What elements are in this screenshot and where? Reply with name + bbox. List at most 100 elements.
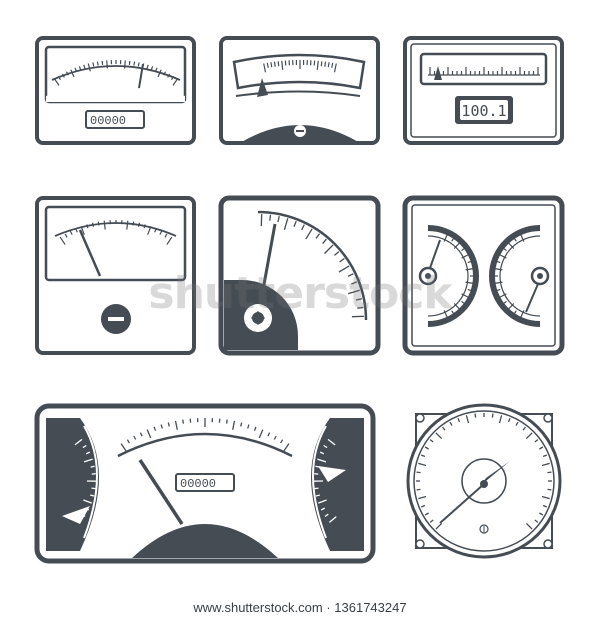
scale-tick bbox=[90, 494, 95, 497]
scale-tick bbox=[172, 78, 178, 86]
scale-tick bbox=[283, 218, 289, 230]
scale-tick bbox=[143, 224, 146, 229]
scale-tick bbox=[69, 230, 73, 235]
scale-tick bbox=[467, 260, 472, 264]
scale-tick bbox=[449, 421, 453, 426]
scale-tick bbox=[61, 73, 65, 78]
scale-tick bbox=[83, 458, 93, 463]
scale-tick bbox=[515, 421, 519, 426]
scale-tick bbox=[163, 71, 166, 76]
scale-tick bbox=[348, 289, 360, 295]
scale-tick bbox=[283, 443, 290, 452]
scale-tick bbox=[420, 504, 426, 508]
scale-tick bbox=[333, 251, 340, 256]
scale-tick bbox=[539, 512, 544, 516]
scale-tick bbox=[258, 429, 264, 439]
scale-tick bbox=[277, 215, 280, 223]
scale-tick bbox=[525, 522, 533, 530]
scale-tick bbox=[91, 222, 94, 227]
scale-tick bbox=[133, 61, 136, 66]
scale-tick bbox=[324, 61, 327, 67]
scale-tick bbox=[301, 224, 305, 231]
scale-tick bbox=[103, 220, 106, 230]
scale-tick bbox=[424, 512, 429, 516]
scale-tick bbox=[420, 454, 426, 458]
scale-tick bbox=[317, 499, 327, 504]
scale-tick bbox=[266, 62, 269, 68]
scale-tick bbox=[85, 451, 91, 455]
scale-tick bbox=[541, 462, 550, 467]
scale-tick bbox=[293, 220, 297, 227]
scale-tick bbox=[78, 66, 82, 71]
scale-tick bbox=[153, 426, 157, 431]
scale-tick bbox=[270, 62, 273, 68]
scale-tick bbox=[96, 61, 99, 66]
scale-tick bbox=[494, 268, 503, 271]
scale-tick bbox=[539, 446, 544, 450]
scale-tick bbox=[547, 471, 552, 474]
scale-tick bbox=[534, 439, 539, 443]
scale-tick bbox=[496, 288, 501, 292]
scale-tick bbox=[323, 444, 328, 449]
scale-tick bbox=[498, 415, 503, 424]
scale-tick bbox=[124, 60, 126, 69]
scale-tick bbox=[491, 413, 494, 418]
scale-tick bbox=[160, 424, 163, 429]
scale-tick bbox=[154, 67, 158, 72]
scale-tick bbox=[133, 435, 137, 440]
scale-tick bbox=[507, 417, 511, 423]
scale-tick bbox=[314, 487, 319, 490]
scale-tick bbox=[327, 438, 336, 446]
scale-tick bbox=[146, 64, 149, 69]
scale-tick bbox=[435, 432, 443, 440]
scale-tick bbox=[83, 499, 93, 504]
scale-tick bbox=[315, 494, 320, 497]
scale-tick bbox=[499, 293, 507, 299]
scale-tick bbox=[132, 221, 135, 226]
scale-tick bbox=[316, 60, 319, 70]
scale-tick bbox=[64, 233, 68, 238]
scale-tick bbox=[320, 507, 326, 511]
scale-tick bbox=[315, 233, 321, 239]
scale-tick bbox=[225, 419, 228, 424]
scale-tick bbox=[281, 60, 284, 70]
scale-tick bbox=[522, 426, 526, 431]
scale-tick bbox=[277, 61, 280, 67]
scale-tick bbox=[74, 67, 78, 72]
scale-tick bbox=[453, 242, 461, 249]
cluster-counter-digits: 00000 bbox=[180, 477, 216, 491]
scale-tick bbox=[474, 413, 477, 418]
scale-tick bbox=[66, 71, 69, 76]
scale-tick bbox=[451, 237, 455, 242]
scale-tick bbox=[74, 438, 83, 446]
scale-tick bbox=[338, 265, 350, 273]
scale-tick bbox=[167, 422, 170, 427]
scale-tick bbox=[416, 471, 421, 474]
scale-tick bbox=[494, 281, 503, 284]
scale-tick bbox=[457, 417, 461, 423]
scale-tick bbox=[502, 247, 507, 252]
scale-tick bbox=[240, 422, 243, 427]
scale-tick bbox=[82, 444, 87, 449]
scale-tick bbox=[320, 61, 323, 67]
scale-tick bbox=[269, 214, 272, 221]
scale-tick bbox=[92, 62, 95, 67]
scale-tick bbox=[525, 432, 533, 440]
scale-tick bbox=[232, 420, 236, 430]
scale-tick bbox=[101, 60, 104, 65]
scale-tick bbox=[87, 63, 91, 72]
scale-tick bbox=[324, 244, 334, 254]
scale-tick bbox=[157, 69, 162, 78]
scale-tick bbox=[547, 488, 552, 491]
scale-tick bbox=[59, 236, 66, 245]
scale-tick bbox=[138, 222, 141, 227]
scale-tick bbox=[542, 454, 548, 458]
scale-tick bbox=[146, 429, 152, 439]
scale-tick bbox=[86, 224, 89, 229]
scale-tick bbox=[461, 293, 469, 299]
scale-tick bbox=[75, 228, 78, 233]
scale-tick bbox=[461, 247, 466, 252]
scale-tick bbox=[263, 63, 267, 73]
scale-tick bbox=[507, 242, 515, 249]
scale-tick bbox=[126, 439, 130, 444]
